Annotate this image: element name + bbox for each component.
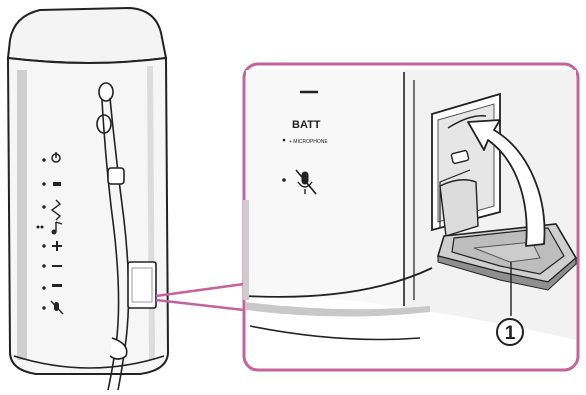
callout-number-1: 1 (497, 319, 523, 345)
batt-sub-label: + MICROPHONE (289, 139, 328, 145)
callout-number-text: 1 (505, 323, 516, 344)
callout-leader-lines (156, 284, 244, 310)
batt-label: BATT (292, 119, 321, 131)
speaker-body (8, 8, 168, 374)
